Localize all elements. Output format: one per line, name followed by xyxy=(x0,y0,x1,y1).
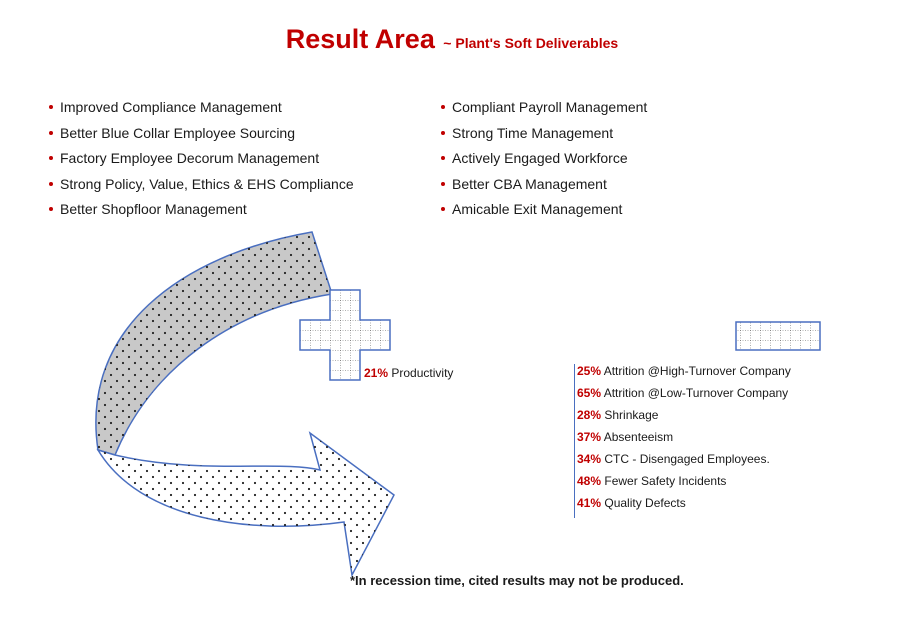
minus-icon xyxy=(735,321,821,351)
list-item: Compliant Payroll Management xyxy=(440,95,647,121)
stat-item: 28% Shrinkage xyxy=(577,408,817,423)
stat-pct: 41% xyxy=(577,496,602,510)
list-item: Factory Employee Decorum Management xyxy=(48,146,354,172)
stat-item: 37% Absenteeism xyxy=(577,430,817,445)
stat-item: 65% Attrition @Low-Turnover Company xyxy=(577,386,817,401)
list-item: Improved Compliance Management xyxy=(48,95,354,121)
curved-arrow-icon xyxy=(95,231,395,578)
plus-icon xyxy=(299,289,391,381)
footnote: *In recession time, cited results may no… xyxy=(350,573,684,588)
list-item: Actively Engaged Workforce xyxy=(440,146,647,172)
stat-item: 34% CTC - Disengaged Employees. xyxy=(577,452,817,467)
stat-pct: 65% xyxy=(577,386,602,400)
stat-label: Absenteeism xyxy=(603,430,674,444)
productivity-pct: 21% xyxy=(364,366,389,380)
title-subtitle: ~ Plant's Soft Deliverables xyxy=(443,35,619,51)
stat-pct: 25% xyxy=(577,364,602,378)
stat-label: Shrinkage xyxy=(604,408,659,422)
list-item: Strong Time Management xyxy=(440,121,647,147)
stat-pct: 34% xyxy=(577,452,602,466)
stat-label: Quality Defects xyxy=(604,496,686,510)
stat-label: Attrition @High-Turnover Company xyxy=(603,364,791,378)
title-main: Result Area xyxy=(285,24,435,54)
list-item: Strong Policy, Value, Ethics & EHS Compl… xyxy=(48,172,354,198)
left-bullet-list: Improved Compliance Management Better Bl… xyxy=(48,95,354,223)
stats-list: 25% Attrition @High-Turnover Company 65%… xyxy=(574,364,817,518)
list-item: Amicable Exit Management xyxy=(440,197,647,223)
right-bullet-list: Compliant Payroll Management Strong Time… xyxy=(440,95,647,223)
stat-label: CTC - Disengaged Employees. xyxy=(604,452,770,466)
productivity-label: 21% Productivity xyxy=(364,366,453,380)
stat-item: 41% Quality Defects xyxy=(577,496,817,511)
list-item: Better CBA Management xyxy=(440,172,647,198)
productivity-text: Productivity xyxy=(391,366,454,380)
list-item: Better Shopfloor Management xyxy=(48,197,354,223)
page-title: Result Area ~ Plant's Soft Deliverables xyxy=(0,24,904,55)
stat-item: 48% Fewer Safety Incidents xyxy=(577,474,817,489)
stat-pct: 37% xyxy=(577,430,602,444)
stat-pct: 48% xyxy=(577,474,602,488)
stat-item: 25% Attrition @High-Turnover Company xyxy=(577,364,817,379)
stat-label: Attrition @Low-Turnover Company xyxy=(603,386,789,400)
list-item: Better Blue Collar Employee Sourcing xyxy=(48,121,354,147)
stat-label: Fewer Safety Incidents xyxy=(604,474,727,488)
stat-pct: 28% xyxy=(577,408,602,422)
